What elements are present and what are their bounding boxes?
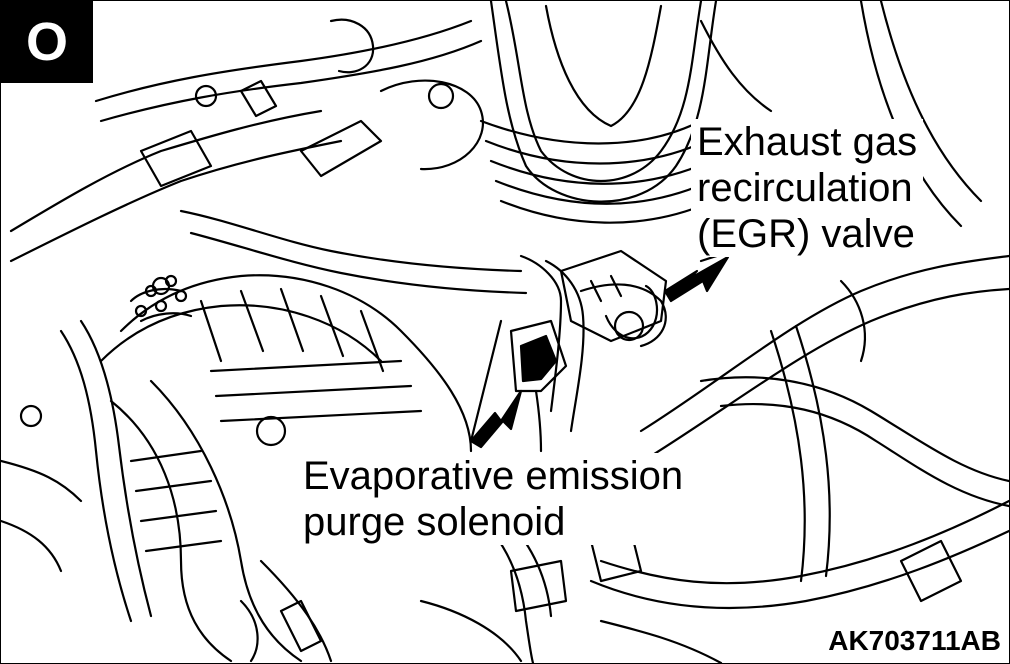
egr-label-line-3: (EGR) valve — [697, 212, 915, 256]
solenoid-label-line-1: Evaporative emission — [303, 454, 684, 498]
egr-label-line-1: Exhaust gas — [697, 120, 918, 164]
lower-left-structure — [1, 459, 333, 663]
purge-solenoid-part — [469, 319, 568, 453]
upper-left-structure — [9, 18, 484, 263]
solenoid-leader-arrow — [469, 389, 523, 449]
egr-leader-arrow — [663, 255, 730, 303]
bolt-pattern — [134, 274, 188, 318]
egr-valve-label: Exhaust gas recirculation (EGR) valve — [691, 119, 924, 257]
figure-badge: O — [1, 1, 93, 83]
egr-label-line-2: recirculation — [697, 166, 913, 210]
intake-pipe — [179, 209, 667, 433]
upper-hose — [479, 1, 718, 224]
solenoid-label-line-2: purge solenoid — [303, 500, 566, 544]
purge-solenoid-label: Evaporative emission purge solenoid — [297, 453, 690, 545]
egr-valve-part — [559, 249, 668, 343]
figure-code: AK703711AB — [824, 625, 1005, 657]
